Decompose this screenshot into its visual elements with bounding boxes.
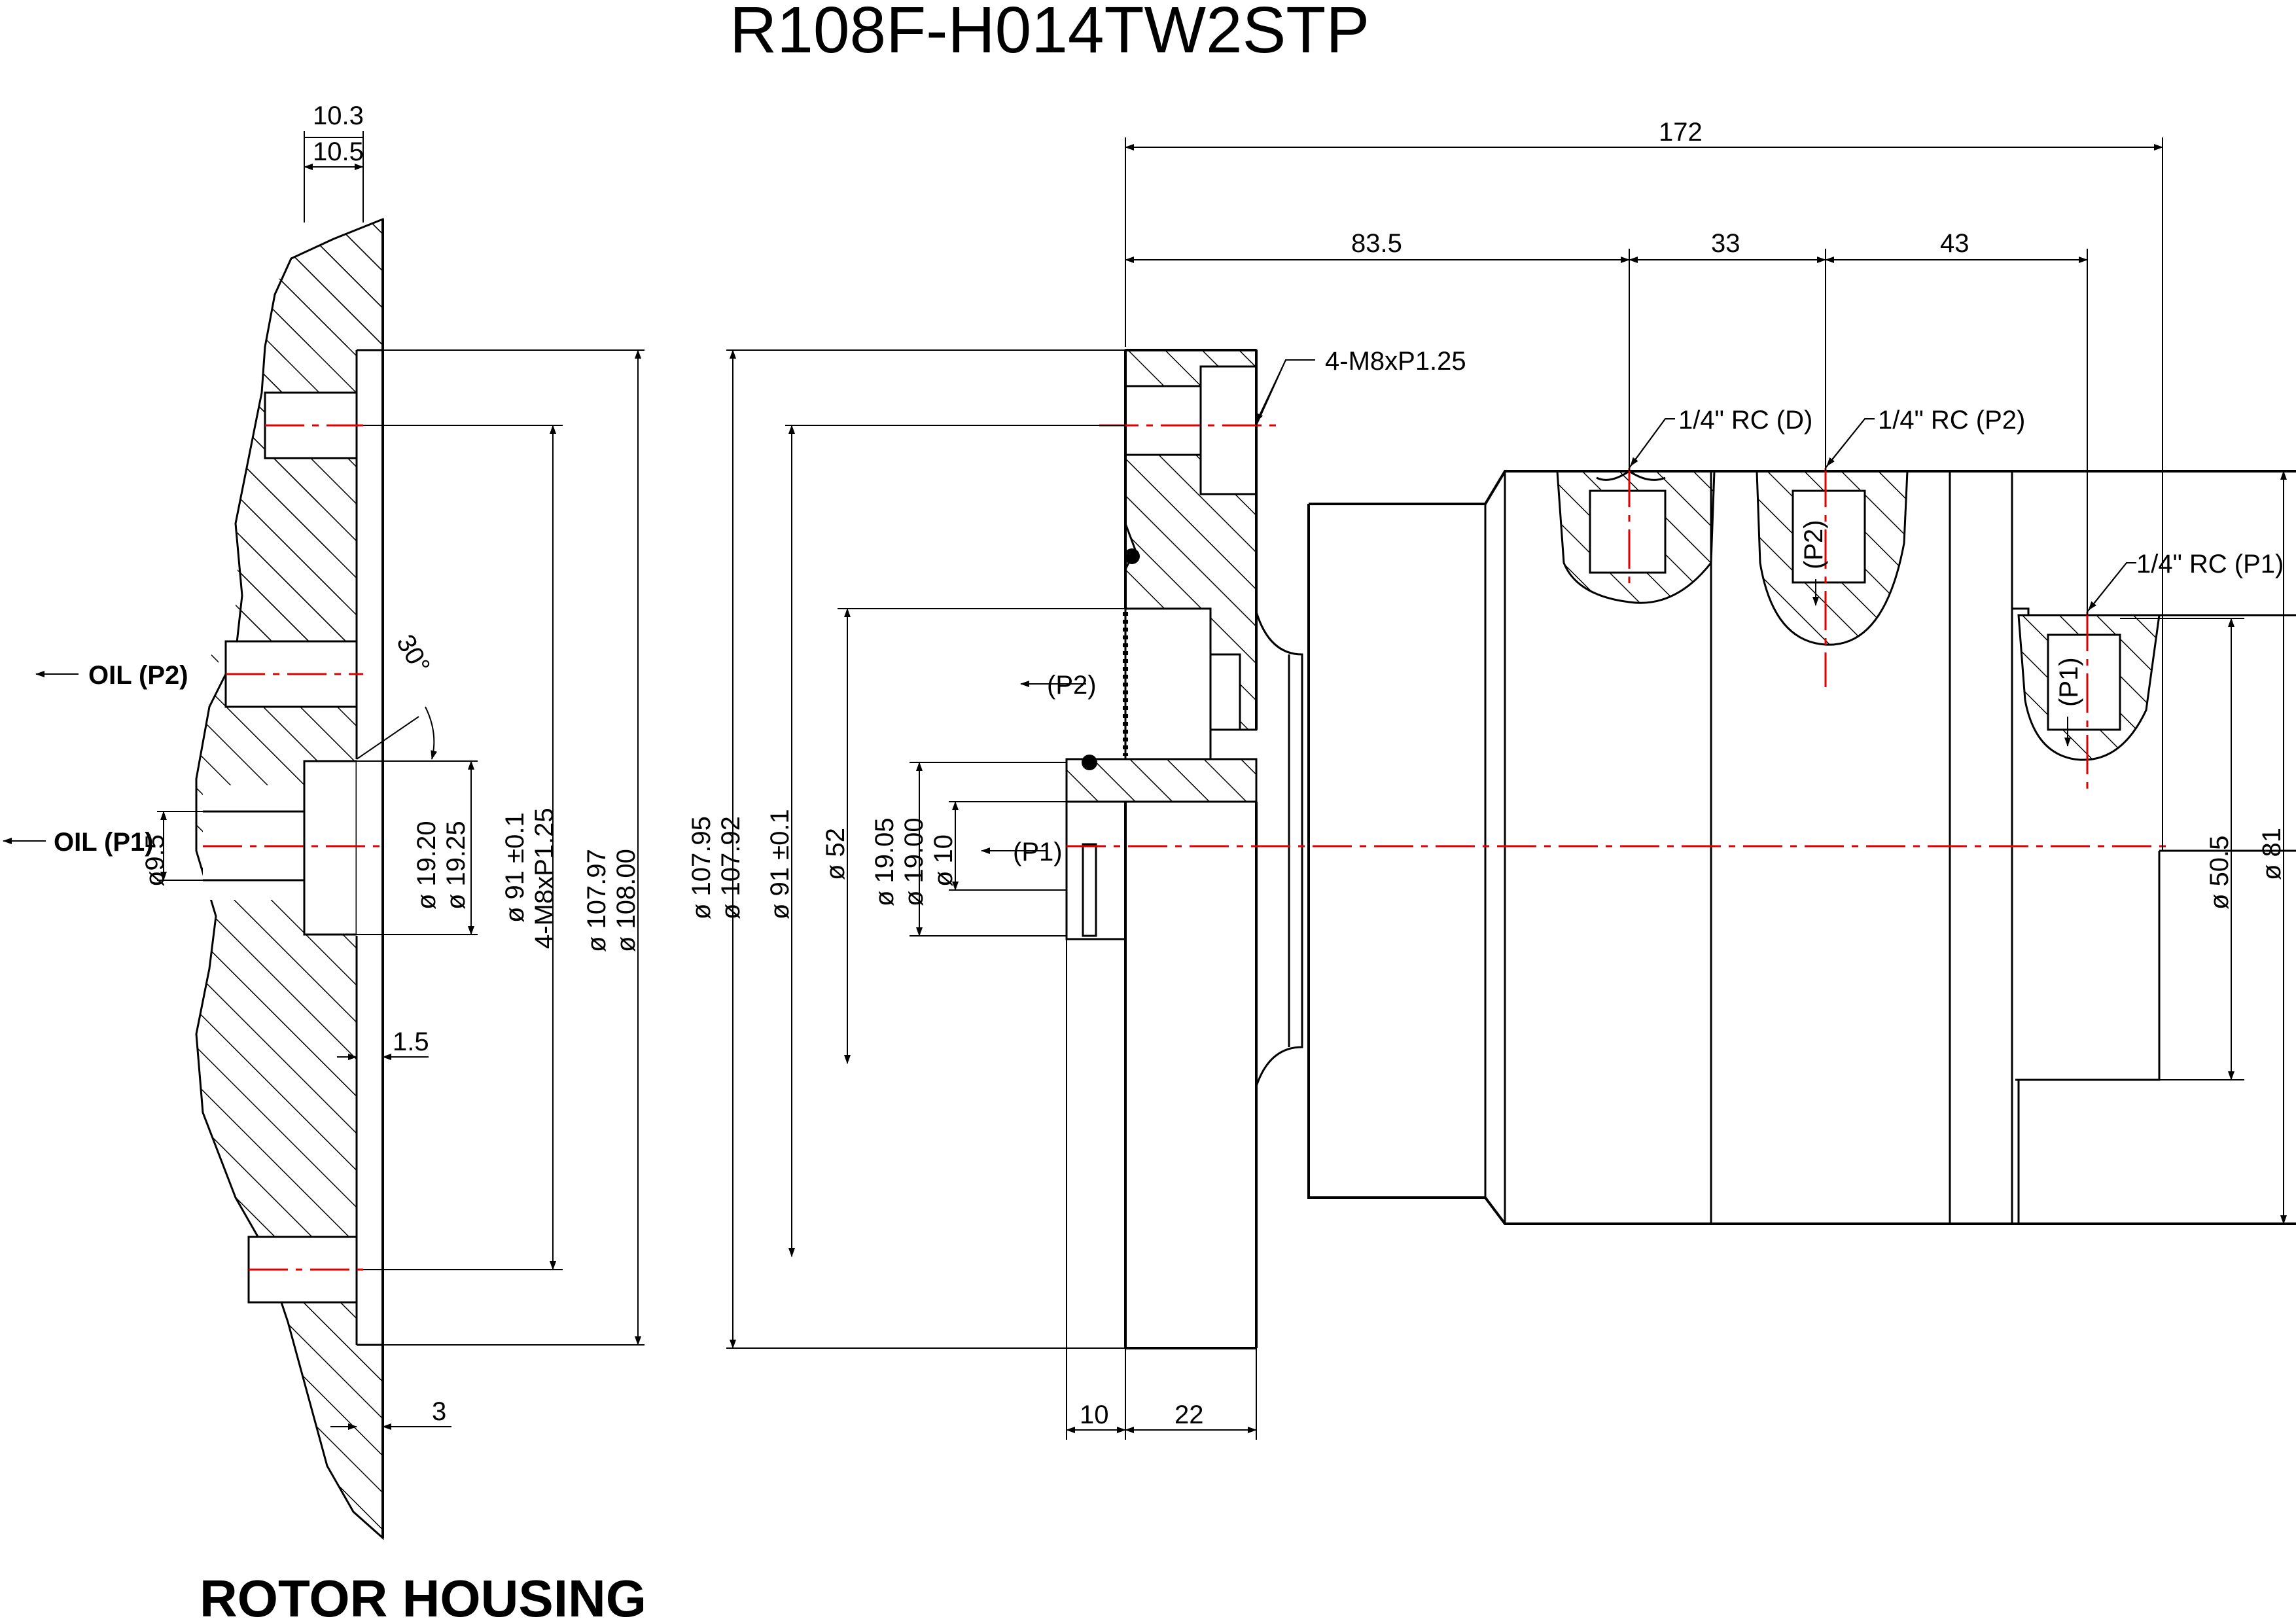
right-dia-107-95: ø 107.95 <box>687 816 716 919</box>
p1-inner-label: (P1) <box>2055 657 2083 707</box>
dia-19-25: ø 19.25 <box>442 821 470 910</box>
dim-10-3: 10.3 <box>313 101 364 130</box>
dia-19-20: ø 19.20 <box>412 821 441 910</box>
p1-counterbore <box>303 760 358 936</box>
left-thread: 4-M8xP1.25 <box>530 808 559 949</box>
left-dia-107-97: ø 107.97 <box>582 849 611 952</box>
dia-50-5: ø 50.5 <box>2205 836 2234 910</box>
port-d-callout: 1/4" RC (D) <box>1678 406 1812 435</box>
rotor-housing-view: 10.3 10.5 OIL (P2) OIL (P1) ø9.5 30° ø 1… <box>3 101 646 1623</box>
port-p2-callout: 1/4" RC (P2) <box>1878 406 2025 435</box>
dia-19-00: ø 19.00 <box>900 817 928 906</box>
thread-callout: 4-M8xP1.25 <box>1325 347 1466 376</box>
port-p1-callout: 1/4" RC (P1) <box>2136 550 2284 579</box>
angle-30: 30° <box>391 630 435 679</box>
p1-arrow-label: (P1) <box>1013 838 1063 866</box>
dia-9-5: ø9.5 <box>141 834 169 887</box>
dim-3: 3 <box>432 1397 446 1426</box>
dim-10: 10 <box>1080 1400 1109 1429</box>
rotary-joint-view: (P2) (P1) (P2) (P1) 172 83.5 33 43 4-M <box>687 118 2296 1440</box>
dia-19-05: ø 19.05 <box>870 817 899 906</box>
right-dia-91: ø 91 ±0.1 <box>766 809 794 919</box>
dim-1-5: 1.5 <box>393 1027 429 1056</box>
dim-33: 33 <box>1711 229 1740 258</box>
dia-10: ø 10 <box>929 834 958 887</box>
oil-p1-label: OIL (P1) <box>54 828 154 857</box>
p2-inner-label: (P2) <box>1799 520 1828 569</box>
dia-81: ø 81 <box>2257 828 2286 880</box>
dim-43: 43 <box>1940 229 1969 258</box>
left-dia-91: ø 91 ±0.1 <box>501 812 529 923</box>
oil-p2-label: OIL (P2) <box>88 661 188 690</box>
dim-172: 172 <box>1659 118 1703 147</box>
oil-p1-bore <box>203 785 304 900</box>
dim-10-5: 10.5 <box>313 137 364 166</box>
rotor-housing-caption: ROTOR HOUSING <box>200 1569 646 1623</box>
p2-arrow-label: (P2) <box>1047 671 1097 700</box>
right-dia-107-92: ø 107.92 <box>716 816 745 919</box>
drawing-title: R108F-H014TW2STP <box>730 0 1369 67</box>
dia-52: ø 52 <box>821 828 850 880</box>
left-dia-108-00: ø 108.00 <box>612 849 641 952</box>
dim-83-5: 83.5 <box>1351 229 1402 258</box>
seal-ring-upper <box>1124 548 1140 564</box>
dim-22: 22 <box>1174 1400 1204 1429</box>
shaft-tube <box>1065 758 1258 803</box>
